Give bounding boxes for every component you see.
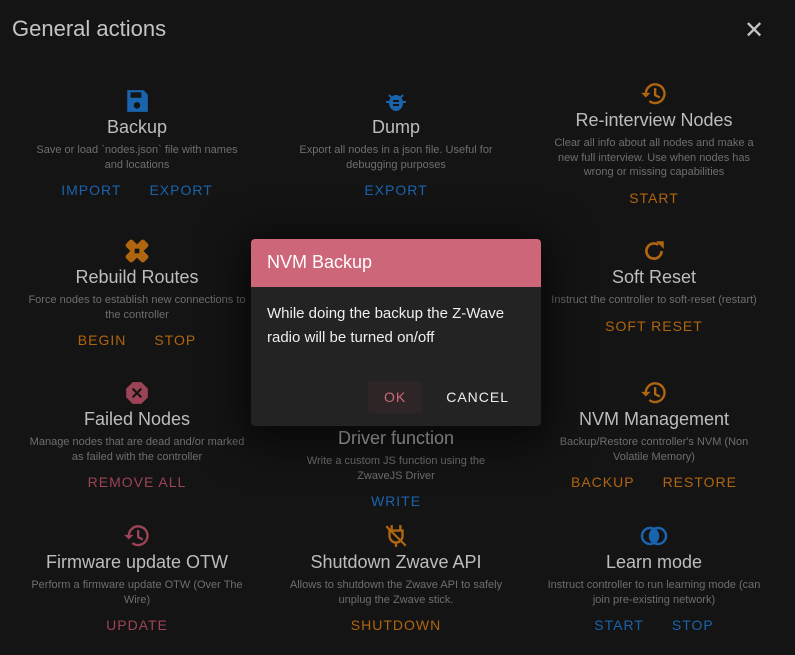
restore-button[interactable]: RESTORE xyxy=(662,474,737,490)
soft-reset-button[interactable]: SOFT RESET xyxy=(605,317,703,334)
action-description: Backup/Restore controller's NVM (Non Vol… xyxy=(559,436,749,463)
shutdown-button[interactable]: SHUTDOWN xyxy=(350,617,442,633)
action-description: Perform a firmware update OTW (Over The … xyxy=(31,579,243,606)
action-title: Dump xyxy=(371,117,420,137)
close-icon[interactable]: ✕ xyxy=(744,17,765,44)
action-title: Soft Reset xyxy=(611,267,697,287)
stop-button[interactable]: STOP xyxy=(154,332,197,348)
export-button[interactable]: EXPORT xyxy=(149,182,213,198)
action-title: Learn mode xyxy=(605,552,703,572)
action-title: Failed Nodes xyxy=(83,409,191,429)
circles-icon xyxy=(525,522,783,550)
action-shutdown-zwave-api: Shutdown Zwave API Allows to shutdown the… xyxy=(267,522,525,633)
begin-button[interactable]: BEGIN xyxy=(77,332,127,348)
close-octagon-icon xyxy=(8,379,266,407)
import-button[interactable]: IMPORT xyxy=(61,182,122,198)
action-title: Re-interview Nodes xyxy=(575,110,733,130)
action-description: Force nodes to establish new connections… xyxy=(28,294,246,321)
action-description: Instruct the controller to soft-reset (r… xyxy=(551,294,757,306)
dialog-message: While doing the backup the Z-Wave radio … xyxy=(267,305,505,346)
cancel-button[interactable]: CANCEL xyxy=(446,389,509,405)
action-description: Write a custom JS function using the Zwa… xyxy=(306,455,486,482)
action-description: Instruct controller to run learning mode… xyxy=(547,579,761,606)
history-icon xyxy=(525,80,783,108)
start-button[interactable]: START xyxy=(594,617,644,633)
action-title: Rebuild Routes xyxy=(75,267,199,287)
remove-all-button[interactable]: REMOVE ALL xyxy=(87,474,187,490)
ok-button[interactable]: OK xyxy=(367,381,423,413)
action-firmware-update-otw: Firmware update OTW Perform a firmware up… xyxy=(8,522,266,633)
update-button[interactable]: UPDATE xyxy=(106,617,168,633)
action-title: Backup xyxy=(106,117,168,137)
backup-button[interactable]: BACKUP xyxy=(570,474,635,490)
action-title: Driver function xyxy=(337,428,455,448)
floppy-disk-icon xyxy=(8,87,266,115)
write-button[interactable]: WRITE xyxy=(370,493,422,509)
action-description: Clear all info about all nodes and make … xyxy=(554,137,754,178)
bug-icon xyxy=(267,87,525,115)
clock-restore-icon xyxy=(525,379,783,407)
action-title: NVM Management xyxy=(578,409,730,429)
power-plug-off-icon xyxy=(267,522,525,550)
page-title: General actions xyxy=(12,16,167,41)
clock-restore-icon xyxy=(8,522,266,550)
action-description: Save or load `nodes.json` file with name… xyxy=(36,144,238,171)
bandage-icon xyxy=(8,237,266,265)
action-description: Export all nodes in a json file. Useful … xyxy=(299,144,493,171)
refresh-icon xyxy=(525,237,783,265)
export-button[interactable]: EXPORT xyxy=(364,182,428,198)
action-description: Allows to shutdown the Zwave API to safe… xyxy=(289,579,503,606)
nvm-backup-dialog: NVM Backup While doing the backup the Z-… xyxy=(251,239,541,426)
action-description: Manage nodes that are dead and/or marked… xyxy=(29,436,245,463)
action-title: Firmware update OTW xyxy=(45,552,229,572)
action-title: Shutdown Zwave API xyxy=(310,552,482,572)
start-button[interactable]: START xyxy=(629,189,679,206)
stop-button[interactable]: STOP xyxy=(671,617,714,633)
dialog-title: NVM Backup xyxy=(251,239,541,287)
